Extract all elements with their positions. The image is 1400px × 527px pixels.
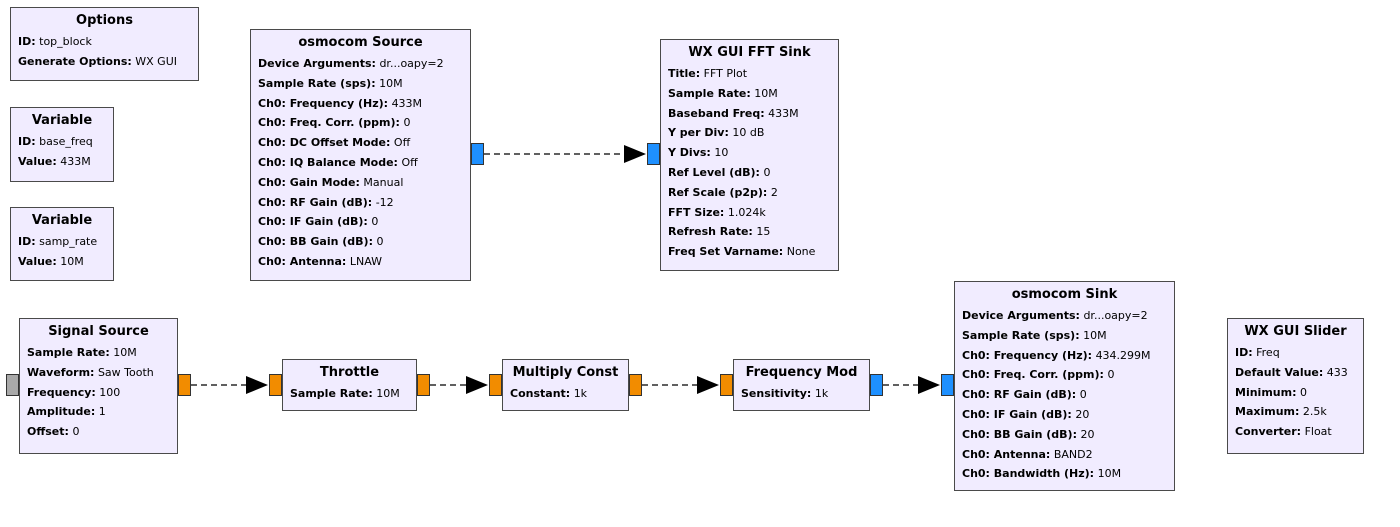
- param-row: Ch0: DC Offset Mode: Off: [258, 136, 411, 150]
- arrow-head: [246, 376, 268, 394]
- arrow-head: [697, 376, 719, 394]
- param-row: FFT Size: 1.024k: [668, 205, 766, 219]
- multiply-const-output-port[interactable]: [629, 374, 642, 396]
- block-title: WX GUI FFT Sink: [688, 45, 811, 60]
- block-title: Options: [76, 13, 133, 28]
- frequency-mod-output-port[interactable]: [870, 374, 883, 396]
- arrow-head: [624, 145, 646, 163]
- block-title: osmocom Source: [298, 35, 423, 50]
- osmocom-source-block[interactable]: osmocom Source Device Arguments: dr...oa…: [250, 29, 471, 281]
- param-row: Y per Div: 10 dB: [668, 126, 765, 140]
- param-row: Sample Rate (sps): 10M: [258, 76, 403, 90]
- param-row: Ch0: Freq. Corr. (ppm): 0: [962, 368, 1115, 382]
- block-title: Signal Source: [48, 324, 149, 339]
- param-row: Default Value: 433: [1235, 365, 1348, 379]
- variable-samp-rate-block[interactable]: Variable ID: samp_rate Value: 10M: [10, 207, 114, 281]
- param-row: Amplitude: 1: [27, 405, 106, 419]
- param-row: Ch0: Bandwidth (Hz): 10M: [962, 467, 1122, 481]
- block-title: Variable: [31, 113, 93, 128]
- param-row: Offset: 0: [27, 425, 80, 439]
- param-row: Sample Rate: 10M: [290, 387, 400, 400]
- param-row: Ch0: IF Gain (dB): 0: [258, 215, 379, 229]
- throttle-input-port[interactable]: [269, 374, 282, 396]
- param-row: Constant: 1k: [510, 387, 588, 400]
- signal-source-block[interactable]: Signal Source Sample Rate: 10M Waveform:…: [19, 318, 178, 454]
- param-row: Ch0: Antenna: BAND2: [962, 447, 1093, 461]
- osmocom-source-output-port[interactable]: [471, 143, 484, 165]
- param-row: Waveform: Saw Tooth: [27, 365, 154, 379]
- param-row: Value: 433M: [18, 155, 91, 168]
- arrow-head: [466, 376, 488, 394]
- param-row: Ch0: IQ Balance Mode: Off: [258, 155, 418, 169]
- frequency-mod-input-port[interactable]: [720, 374, 733, 396]
- block-title: Variable: [31, 213, 93, 228]
- param-row: Ch0: Gain Mode: Manual: [258, 175, 404, 189]
- param-row: ID: Freq: [1235, 346, 1280, 359]
- param-row: Ch0: Freq. Corr. (ppm): 0: [258, 116, 411, 130]
- param-row: Sample Rate: 10M: [27, 346, 137, 359]
- param-row: Value: 10M: [18, 255, 84, 268]
- param-row: Y Divs: 10: [668, 146, 729, 160]
- param-row: Ref Level (dB): 0: [668, 165, 771, 179]
- param-row: Maximum: 2.5k: [1235, 405, 1327, 419]
- osmocom-sink-block[interactable]: osmocom Sink Device Arguments: dr...oapy…: [954, 281, 1175, 491]
- signal-source-sync-port[interactable]: [6, 374, 19, 396]
- param-row: Refresh Rate: 15: [668, 225, 771, 239]
- multiply-const-block[interactable]: Multiply Const Constant: 1k: [502, 359, 629, 411]
- param-row: Converter: Float: [1235, 425, 1332, 439]
- param-row: ID: top_block: [18, 35, 92, 48]
- param-row: Ch0: RF Gain (dB): 0: [962, 388, 1087, 402]
- throttle-output-port[interactable]: [417, 374, 430, 396]
- param-row: Device Arguments: dr...oapy=2: [258, 57, 444, 70]
- block-title: Frequency Mod: [745, 365, 858, 380]
- block-title: Multiply Const: [512, 365, 619, 380]
- signal-source-output-port[interactable]: [178, 374, 191, 396]
- param-row: Ch0: Frequency (Hz): 433M: [258, 96, 423, 110]
- param-row: ID: samp_rate: [18, 235, 98, 248]
- throttle-block[interactable]: Throttle Sample Rate: 10M: [282, 359, 417, 411]
- param-row: Device Arguments: dr...oapy=2: [962, 309, 1148, 322]
- param-row: Ch0: BB Gain (dB): 0: [258, 235, 384, 249]
- block-title: osmocom Sink: [1011, 287, 1118, 302]
- param-row: Ch0: IF Gain (dB): 20: [962, 407, 1090, 421]
- param-row: Frequency: 100: [27, 385, 121, 399]
- wx-slider-block[interactable]: WX GUI Slider ID: Freq Default Value: 43…: [1227, 318, 1364, 454]
- param-row: Minimum: 0: [1235, 385, 1307, 399]
- param-row: Sensitivity: 1k: [741, 387, 829, 400]
- frequency-mod-block[interactable]: Frequency Mod Sensitivity: 1k: [733, 359, 870, 411]
- param-row: Baseband Freq: 433M: [668, 106, 799, 120]
- param-row: Sample Rate (sps): 10M: [962, 328, 1107, 342]
- arrow-head: [918, 376, 940, 394]
- param-row: ID: base_freq: [18, 135, 93, 148]
- param-row: Sample Rate: 10M: [668, 86, 778, 100]
- param-row: Ch0: Antenna: LNAW: [258, 254, 383, 268]
- param-row: Ch0: BB Gain (dB): 20: [962, 427, 1095, 441]
- wx-fft-sink-input-port[interactable]: [647, 143, 660, 165]
- param-row: Ch0: RF Gain (dB): -12: [258, 195, 394, 209]
- param-row: Generate Options: WX GUI: [18, 55, 177, 68]
- param-row: Title: FFT Plot: [668, 67, 748, 80]
- block-title: Throttle: [319, 365, 380, 380]
- variable-base-freq-block[interactable]: Variable ID: base_freq Value: 433M: [10, 107, 114, 182]
- block-title: WX GUI Slider: [1244, 324, 1347, 339]
- multiply-const-input-port[interactable]: [489, 374, 502, 396]
- param-row: Ref Scale (p2p): 2: [668, 185, 778, 199]
- options-block[interactable]: Options ID: top_block Generate Options: …: [10, 7, 199, 81]
- osmocom-sink-input-port[interactable]: [941, 374, 954, 396]
- param-row: Freq Set Varname: None: [668, 245, 816, 259]
- wx-fft-sink-block[interactable]: WX GUI FFT Sink Title: FFT Plot Sample R…: [660, 39, 839, 271]
- param-row: Ch0: Frequency (Hz): 434.299M: [962, 348, 1151, 362]
